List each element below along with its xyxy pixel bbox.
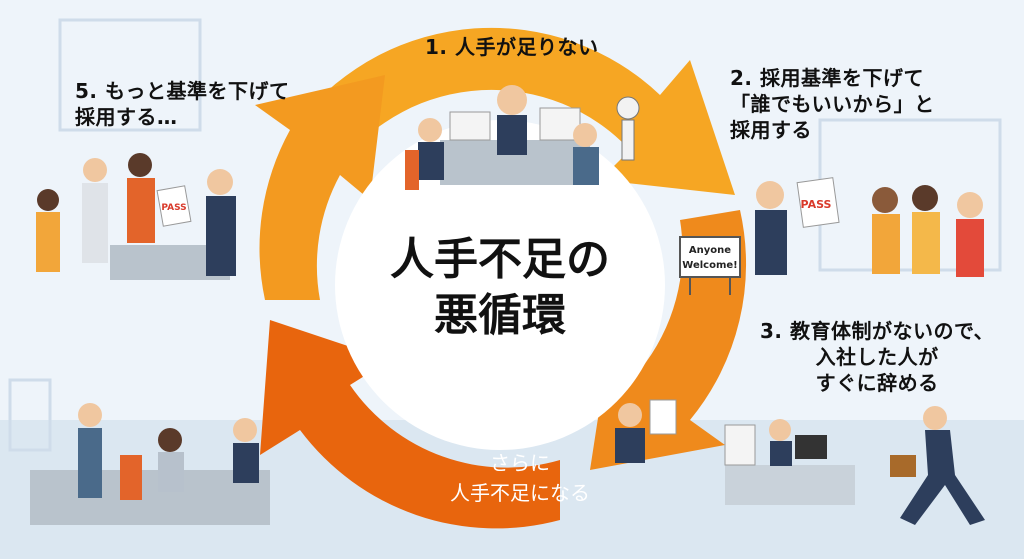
arrow-left <box>255 75 385 300</box>
scene-lower-standards: PASS <box>36 153 236 280</box>
center-disc <box>335 120 665 450</box>
pass-stamp-2: PASS <box>161 203 186 213</box>
stage-5-label: 5. もっと基準を下げて 採用する… <box>75 79 290 129</box>
scene-lowered-hiring: Anyone Welcome! PASS <box>679 177 984 295</box>
sign-line-1: Anyone <box>689 245 731 256</box>
stage-1-label: 1. 人手が足りない <box>425 35 599 59</box>
pass-stamp: PASS <box>801 198 832 211</box>
stage-2-label: 2. 採用基準を下げて 「誰でもいいから」と 採用する <box>730 66 935 142</box>
arrow-bottom <box>260 320 560 529</box>
stage-3-label: 3. 教育体制がないので、 入社した人が すぐに辞める <box>760 319 995 395</box>
bottom-arrow-label: さらに 人手不足になる <box>450 451 590 505</box>
scene-understaffed-office <box>405 85 640 190</box>
welcome-sign <box>679 236 741 278</box>
cycle-title: 人手不足の 悪循環 <box>390 234 610 341</box>
sign-line-2: Welcome! <box>682 260 737 271</box>
scene-quick-resignation <box>615 399 985 525</box>
arrow-top <box>300 27 735 196</box>
scene-exhausted-staff <box>30 403 270 525</box>
